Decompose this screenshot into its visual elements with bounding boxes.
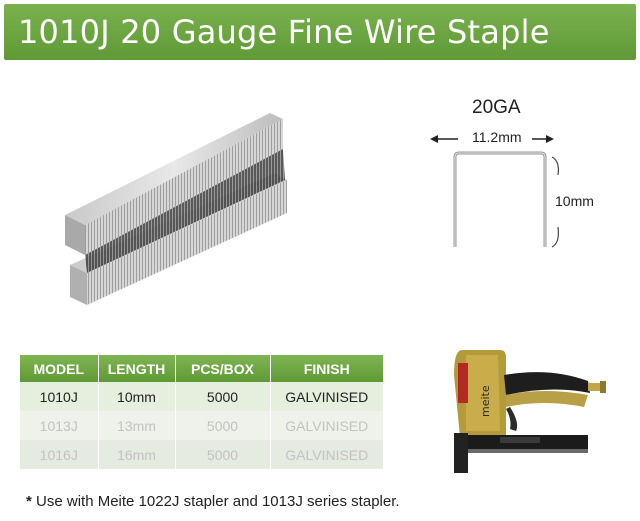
header-model: MODEL [20, 355, 99, 382]
cell-length: 16mm [98, 440, 176, 469]
table-row: 1013J 13mm 5000 GALVINISED [20, 411, 383, 440]
cell-length: 10mm [98, 382, 176, 411]
cell-pcs: 5000 [175, 440, 271, 469]
header-pcs-box: PCS/BOX [175, 355, 271, 382]
cell-pcs: 5000 [175, 411, 271, 440]
page-title: 1010J 20 Gauge Fine Wire Staple [18, 13, 550, 51]
cell-model: 1010J [20, 382, 99, 411]
cell-length: 13mm [98, 411, 176, 440]
title-banner: 1010J 20 Gauge Fine Wire Staple [4, 4, 636, 60]
length-label: 10mm [555, 193, 594, 209]
cell-finish: GALVINISED [270, 411, 383, 440]
header-length: LENGTH [98, 355, 176, 382]
cell-model: 1016J [20, 440, 99, 469]
spec-table: MODEL LENGTH PCS/BOX FINISH 1010J 10mm 5… [20, 355, 383, 469]
staple-dimension-diagram: 20GA 11.2mm 10mm [420, 95, 630, 265]
header-finish: FINISH [270, 355, 383, 382]
table-row: 1010J 10mm 5000 GALVINISED [20, 382, 383, 411]
footnote-text: Use with Meite 1022J stapler and 1013J s… [36, 493, 400, 510]
gauge-label: 20GA [472, 97, 521, 118]
cell-model: 1013J [20, 411, 99, 440]
footnote-mark: * [26, 493, 32, 510]
table-row: 1016J 16mm 5000 GALVINISED [20, 440, 383, 469]
stapler-brand: meite [479, 385, 492, 417]
staple-strip-image [65, 113, 287, 305]
width-label: 11.2mm [472, 129, 522, 145]
table-header-row: MODEL LENGTH PCS/BOX FINISH [20, 355, 383, 382]
cell-finish: GALVINISED [270, 440, 383, 469]
cell-finish: GALVINISED [270, 382, 383, 411]
pneumatic-stapler-image: meite [454, 350, 606, 473]
cell-pcs: 5000 [175, 382, 271, 411]
footnote: * Use with Meite 1022J stapler and 1013J… [26, 493, 400, 510]
